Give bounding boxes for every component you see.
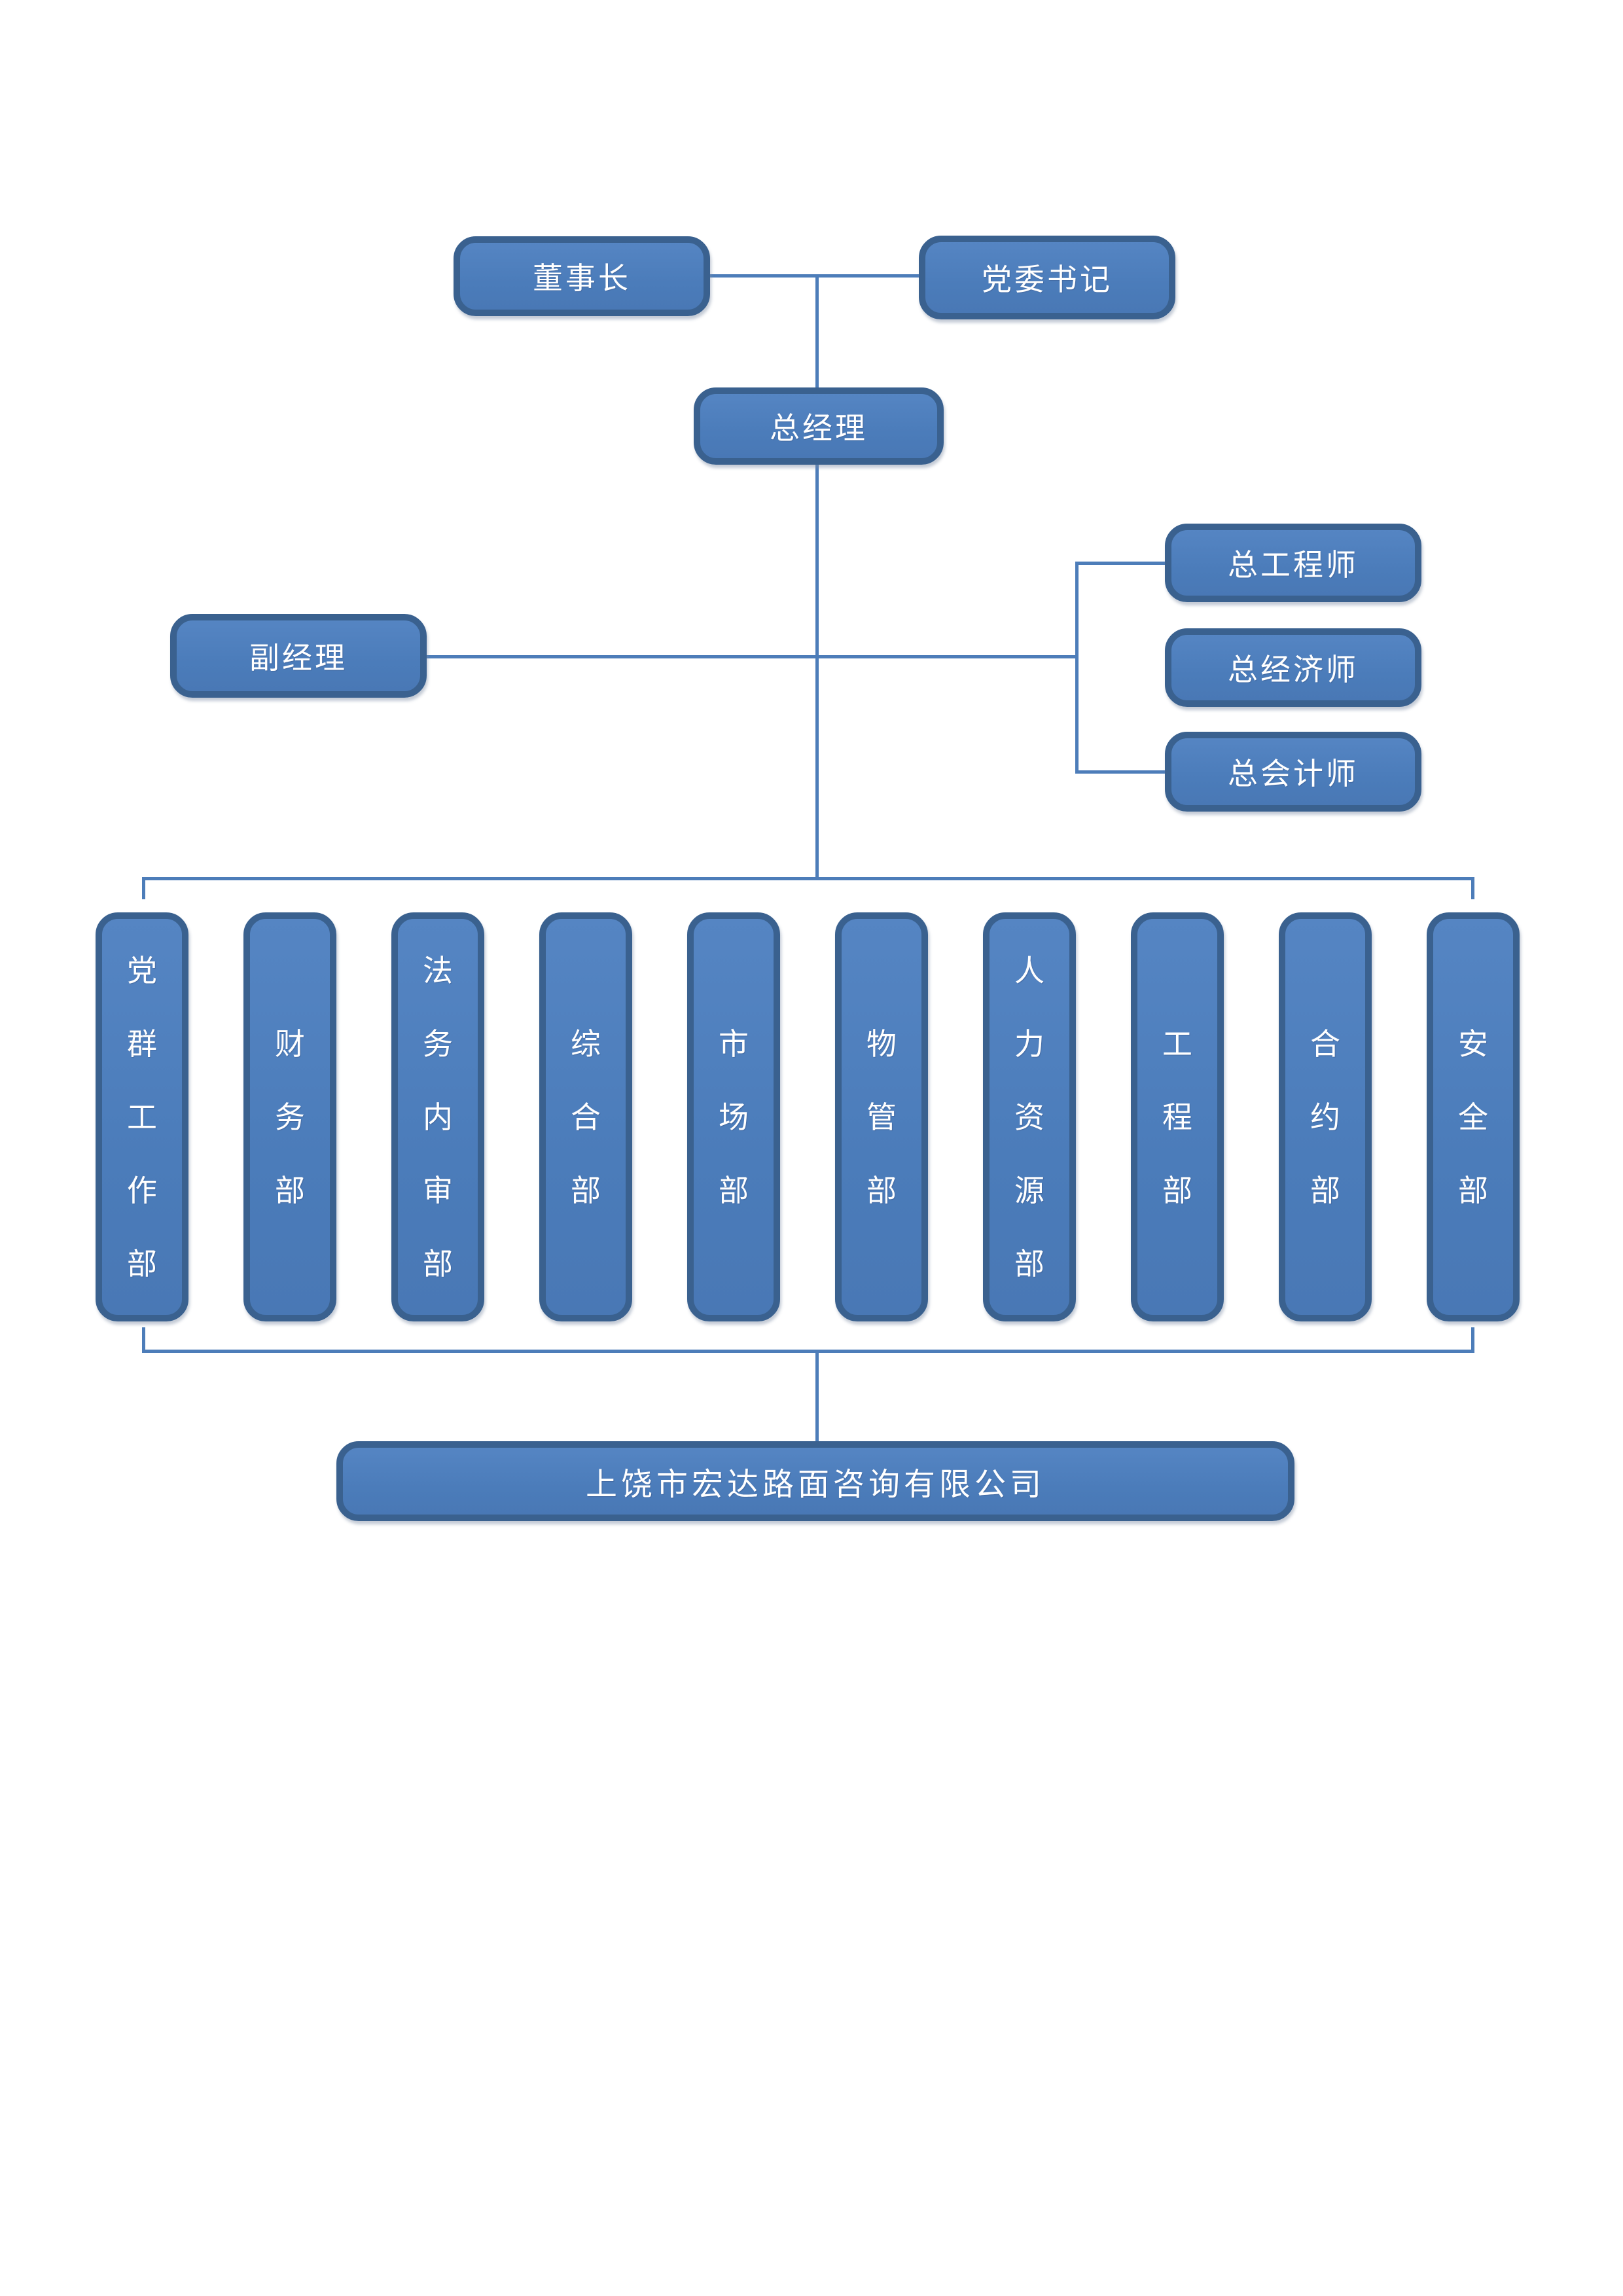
- connector-general-manager-trunk: [815, 463, 819, 879]
- org-node-chairman-label: 董事长: [533, 260, 631, 296]
- org-node-general-manager-label: 总经理: [770, 410, 868, 446]
- dept-box-3-label: 法 务 内 审 部: [423, 952, 453, 1282]
- org-node-party-secretary: 党委书记: [919, 236, 1175, 319]
- dept-box-8: 工 程 部: [1131, 912, 1224, 1321]
- org-node-chief-engineer-label: 总工程师: [1228, 547, 1359, 583]
- org-node-chairman: 董事长: [454, 236, 710, 316]
- connector-top-bracket-right-tick: [1471, 877, 1474, 899]
- org-node-party-secretary-label: 党委书记: [982, 262, 1113, 297]
- dept-box-8-label: 工 程 部: [1162, 1026, 1192, 1208]
- dept-box-9-label: 合 约 部: [1310, 1026, 1340, 1208]
- dept-box-4: 综 合 部: [539, 912, 632, 1321]
- org-node-deputy-manager-label: 副经理: [249, 640, 348, 675]
- dept-box-10: 安 全 部: [1427, 912, 1520, 1321]
- org-node-chief-economist: 总经济师: [1165, 628, 1421, 707]
- connector-chairman-secretary: [710, 274, 919, 278]
- org-node-chief-economist-label: 总经济师: [1228, 652, 1359, 687]
- dept-box-5-label: 市 场 部: [719, 1026, 749, 1208]
- org-node-chief-accountant: 总会计师: [1165, 732, 1421, 812]
- org-node-chief-engineer: 总工程师: [1165, 524, 1421, 602]
- dept-box-2: 财 务 部: [243, 912, 336, 1321]
- dept-box-1: 党 群 工 作 部: [96, 912, 188, 1321]
- connector-bottom-bracket-left-tick: [142, 1327, 145, 1351]
- org-node-general-manager: 总经理: [694, 387, 944, 465]
- dept-box-6-label: 物 管 部: [866, 1026, 897, 1208]
- dept-box-7-label: 人 力 资 源 部: [1014, 952, 1044, 1282]
- connector-to-company: [815, 1350, 819, 1443]
- connector-deputy-manager-feed: [427, 655, 1079, 658]
- connector-chief-engineer-stub: [1075, 562, 1166, 565]
- connector-chiefs-bracket-vertical: [1075, 562, 1079, 774]
- org-node-company-label: 上饶市宏达路面咨询有限公司: [585, 1466, 1045, 1503]
- org-node-chief-accountant-label: 总会计师: [1228, 756, 1359, 791]
- dept-box-6: 物 管 部: [835, 912, 928, 1321]
- org-node-deputy-manager: 副经理: [170, 614, 427, 698]
- dept-box-5: 市 场 部: [687, 912, 780, 1321]
- connector-bottom-bracket-right-tick: [1471, 1327, 1474, 1351]
- connector-top-to-general-manager: [815, 276, 819, 389]
- connector-departments-top-bracket: [142, 877, 1474, 880]
- dept-box-3: 法 务 内 审 部: [391, 912, 484, 1321]
- dept-box-1-label: 党 群 工 作 部: [127, 952, 157, 1282]
- connector-top-bracket-left-tick: [142, 877, 145, 899]
- dept-box-10-label: 安 全 部: [1458, 1026, 1488, 1208]
- connector-departments-bottom-bracket: [142, 1350, 1474, 1353]
- dept-box-2-label: 财 务 部: [275, 1026, 305, 1208]
- dept-box-4-label: 综 合 部: [571, 1026, 601, 1208]
- dept-box-7: 人 力 资 源 部: [983, 912, 1076, 1321]
- org-node-company: 上饶市宏达路面咨询有限公司: [336, 1441, 1294, 1521]
- dept-box-9: 合 约 部: [1279, 912, 1372, 1321]
- connector-chief-accountant-stub: [1075, 770, 1166, 774]
